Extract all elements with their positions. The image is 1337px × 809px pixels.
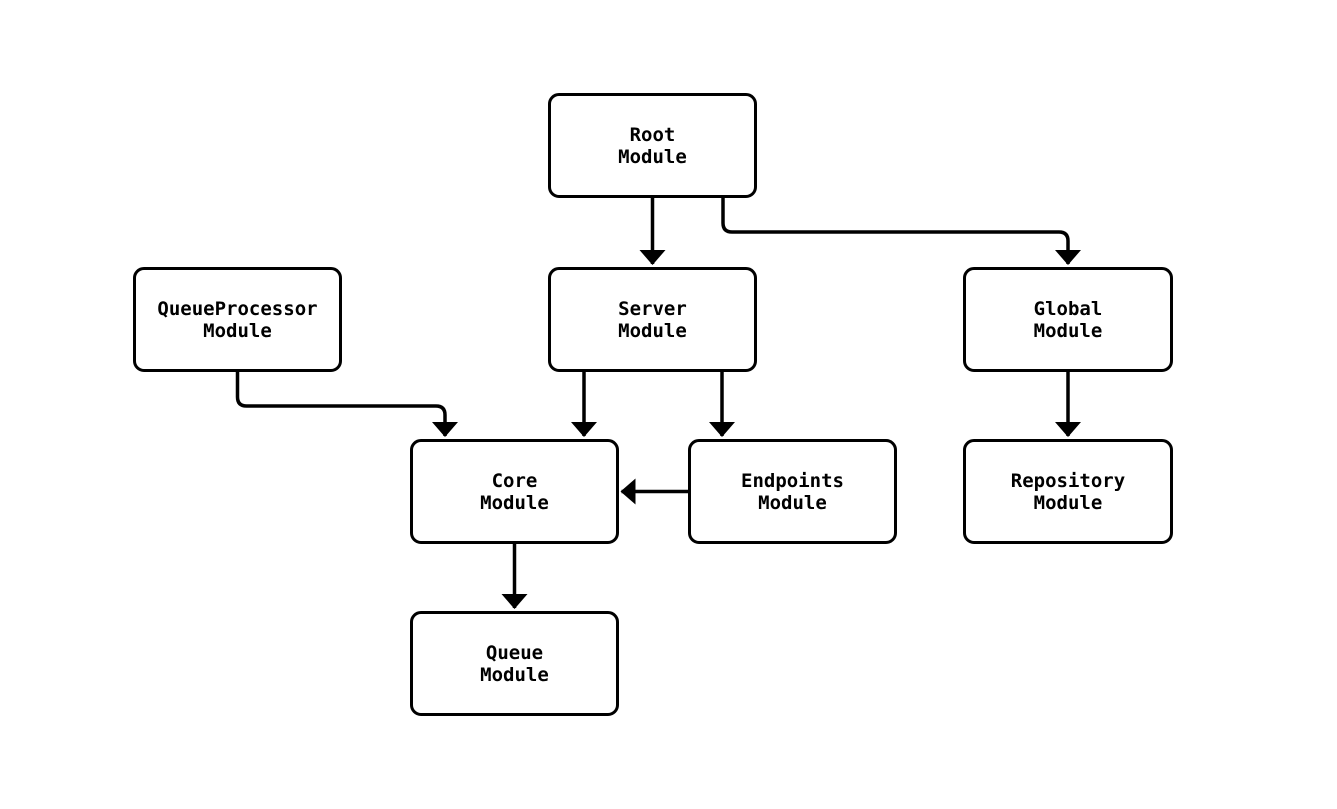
node-queue-module: Queue Module — [410, 611, 619, 716]
edge-queueprocessor-to-core — [235, 372, 458, 437]
node-root-module: Root Module — [548, 93, 757, 198]
node-label-line2: Module — [1033, 319, 1103, 342]
node-label-line2: Module — [480, 663, 549, 686]
node-label-line2: Module — [480, 491, 549, 514]
node-label-line1: Root — [629, 123, 676, 146]
node-core-module: Core Module — [410, 439, 619, 544]
node-repository-module: Repository Module — [963, 439, 1173, 544]
node-label-line1: Repository — [1010, 469, 1126, 492]
node-label-line2: Module — [203, 319, 272, 342]
node-label-line2: Module — [618, 319, 687, 342]
node-global-module: Global Module — [963, 267, 1173, 372]
node-label-line1: QueueProcessor — [157, 297, 318, 320]
node-label-line1: Core — [491, 469, 538, 492]
node-label-line1: Queue — [485, 641, 544, 664]
edge-root-to-global — [721, 198, 1081, 265]
node-label-line2: Module — [758, 491, 827, 514]
node-server-module: Server Module — [548, 267, 757, 372]
node-endpoints-module: Endpoints Module — [688, 439, 897, 544]
node-label-line2: Module — [618, 145, 687, 168]
node-label-line1: Global — [1033, 297, 1103, 320]
node-queueprocessor-module: QueueProcessor Module — [133, 267, 342, 372]
node-label-line1: Endpoints — [741, 469, 844, 492]
node-label-line2: Module — [1033, 491, 1103, 514]
node-label-line1: Server — [618, 297, 687, 320]
